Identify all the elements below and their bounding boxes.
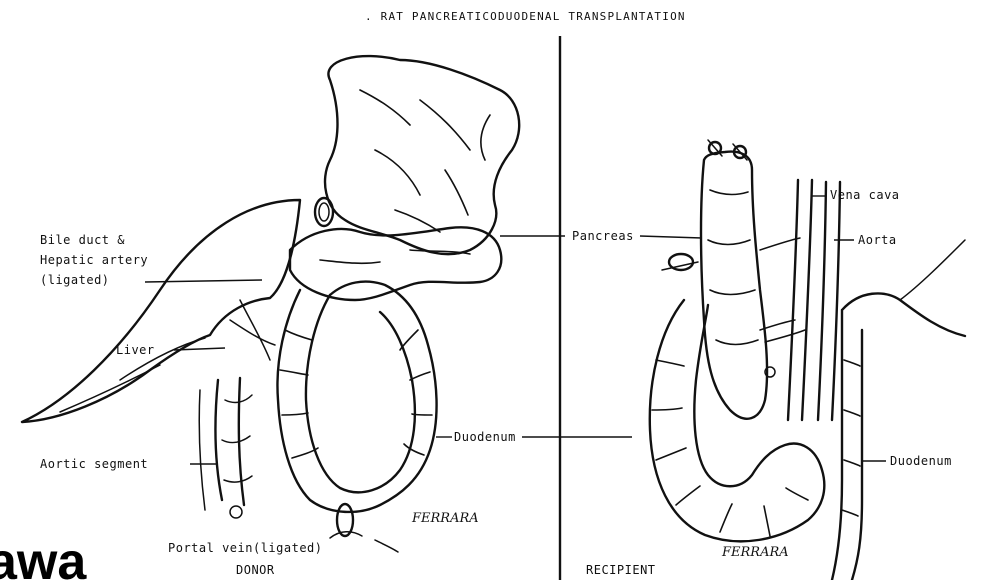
label-vena-cava: Vena cava xyxy=(830,188,900,202)
pylorus-ring xyxy=(315,198,333,226)
label-liver: Liver xyxy=(116,343,155,357)
label-donor: DONOR xyxy=(236,563,275,577)
label-aortic-segment: Aortic segment xyxy=(40,457,148,471)
label-recipient: RECIPIENT xyxy=(586,563,656,577)
donor-drawing xyxy=(22,56,519,552)
stomach xyxy=(325,56,519,254)
label-aorta: Aorta xyxy=(858,233,897,247)
recipient-graft-pancreas xyxy=(701,152,767,419)
signature-donor: FERRARA xyxy=(411,511,479,526)
overlay-slide-text: awa xyxy=(0,533,87,580)
donor-duodenum xyxy=(277,282,436,512)
label-recipient-duodenum: Duodenum xyxy=(890,454,952,468)
diagram-title: . RAT PANCREATICODUODENAL TRANSPLANTATIO… xyxy=(365,10,686,23)
recipient-drawing xyxy=(650,140,965,580)
label-portal-vein: Portal vein(ligated) xyxy=(168,541,323,555)
signature-recipient: FERRARA xyxy=(721,545,789,560)
label-duodenum: Duodenum xyxy=(454,430,516,444)
vena-cava xyxy=(788,180,798,420)
host-duodenum xyxy=(832,293,965,580)
label-bile-duct: Bile duct & xyxy=(40,233,125,247)
aorta xyxy=(818,182,826,420)
label-hepatic-artery: Hepatic artery xyxy=(40,253,148,267)
label-ligated: (ligated) xyxy=(40,273,110,287)
label-pancreas: Pancreas xyxy=(572,229,634,243)
